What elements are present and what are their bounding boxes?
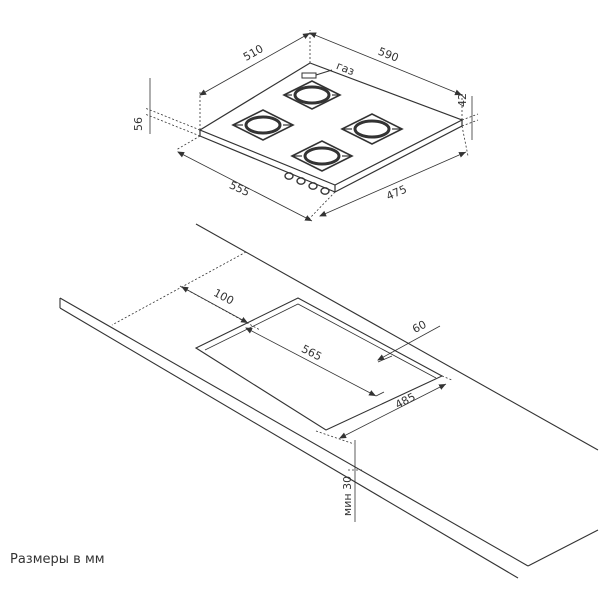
dim-label-485: 485	[393, 390, 418, 411]
dim-label-100: 100	[211, 286, 236, 307]
countertop-front-bottom	[59, 307, 519, 579]
dim-label-60: 60	[410, 318, 428, 336]
dim-label-56: 56	[132, 117, 145, 131]
burner-left	[231, 109, 295, 141]
burner-right	[340, 113, 404, 145]
hob-drawing	[198, 62, 464, 195]
countertop-drawing	[59, 223, 599, 579]
dim-label-565: 565	[299, 342, 324, 363]
dim-label-555: 555	[227, 178, 252, 199]
dim-label-475: 475	[384, 183, 408, 203]
countertop-back-edge	[195, 223, 599, 451]
dim-label-42: 42	[456, 93, 469, 107]
countertop-front-edge	[59, 297, 529, 567]
caption-units: Размеры в мм	[10, 552, 105, 567]
countertop-dimension-lines	[111, 251, 453, 522]
hob-dimension-lines	[144, 30, 479, 222]
gas-label: газ	[334, 59, 356, 78]
dim-label-min-30: мин 30	[341, 476, 354, 516]
